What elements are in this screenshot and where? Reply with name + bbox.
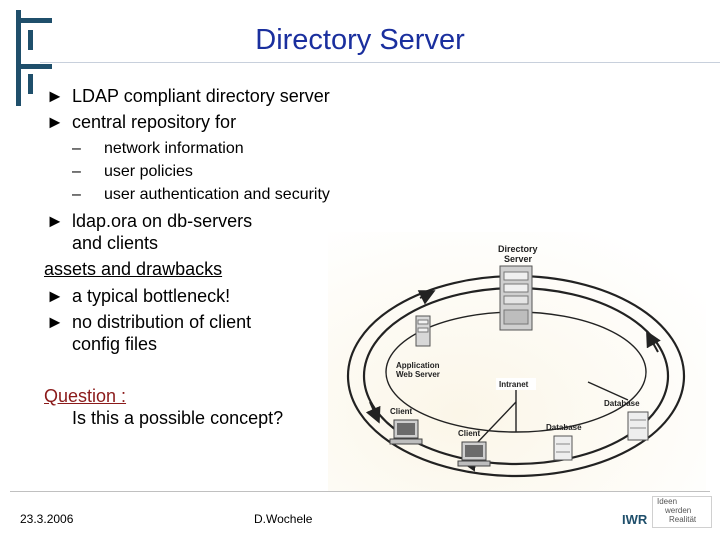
intranet-label-box (496, 378, 536, 390)
bullet-arrow-icon: ► (46, 286, 64, 306)
dash-icon: – (72, 163, 81, 180)
app-server-label-1: Application (396, 361, 440, 370)
footer-org-logo: IWR (622, 512, 648, 527)
intranet-label: Intranet (499, 380, 529, 389)
client-bottom-computer-icon (457, 441, 491, 467)
tagline-line-2: werden (665, 506, 692, 515)
dash-icon: – (72, 140, 81, 157)
logo-bar-middle (16, 64, 52, 69)
directory-server-icon (499, 265, 533, 331)
bullet-text: a typical bottleneck! (72, 286, 231, 306)
bullet-ldap: ► LDAP compliant directory server (46, 86, 330, 107)
sub-bullet-text: network information (104, 140, 244, 157)
bullet-bottleneck: ► a typical bottleneck! (46, 286, 230, 307)
client-bottom-label: Client (458, 429, 481, 438)
question-heading: Question : (44, 386, 127, 406)
footer-divider (10, 491, 710, 492)
title-divider (40, 62, 720, 63)
application-server-icon (415, 315, 431, 347)
footer-author: D.Wochele (254, 512, 313, 526)
logo-bar-top (16, 18, 52, 23)
client-left-computer-icon (389, 419, 423, 445)
ring-arrow-right (646, 330, 661, 353)
directory-server-label-2: Server (504, 254, 533, 264)
database-bottom-icon (553, 435, 573, 461)
database-right-icon (627, 411, 649, 441)
directory-server-label-1: Directory (498, 244, 538, 254)
tagline-line-1: Ideen (657, 497, 678, 506)
question-text: Is this a possible concept? (72, 408, 284, 428)
dash-icon: – (72, 186, 81, 203)
slide-title: Directory Server (255, 24, 465, 56)
logo-bar-middle-2 (28, 74, 33, 94)
bullet-arrow-icon: ► (46, 112, 64, 132)
bullet-no-distribution-cont: config files (72, 334, 158, 354)
sub-bullet-text: user authentication and security (104, 186, 330, 203)
footer-tagline: Ideen werden Realität (652, 496, 712, 528)
bullet-arrow-icon: ► (46, 312, 64, 332)
logo-bar-vertical (16, 10, 21, 106)
bullet-text: ldap.ora on db-servers (72, 211, 253, 231)
tagline-line-3: Realität (669, 515, 697, 524)
app-server-label-2: Web Server (396, 370, 440, 379)
logo-bar-top-2 (28, 30, 33, 50)
database-right-label: Database (604, 399, 640, 408)
assets-heading: assets and drawbacks (44, 259, 223, 279)
sub-bullet-policies: – user policies (72, 163, 193, 181)
sub-bullet-authentication: – user authentication and security (72, 186, 330, 204)
ring-arrow-top-left (417, 290, 436, 305)
bullet-no-distribution: ► no distribution of client (46, 312, 251, 333)
bullet-arrow-icon: ► (46, 211, 64, 231)
bullet-central-repository: ► central repository for (46, 112, 236, 133)
bullet-arrow-icon: ► (46, 86, 64, 106)
connector-db-right (587, 381, 629, 401)
ring-arrow-left (365, 401, 381, 424)
sub-bullet-text: user policies (104, 163, 193, 180)
database-bottom-label: Database (546, 423, 582, 432)
bullet-ldap-ora-cont: and clients (72, 233, 159, 253)
bullet-text: no distribution of client (72, 312, 252, 332)
bullet-ldap-ora: ► ldap.ora on db-servers (46, 211, 252, 232)
connector-client-bottom (475, 401, 517, 445)
bullet-text: LDAP compliant directory server (72, 86, 330, 106)
client-left-label: Client (390, 407, 413, 416)
footer-date: 23.3.2006 (20, 512, 74, 526)
bullet-text: central repository for (72, 112, 237, 132)
directory-server-diagram: Directory Server Application Web Server … (328, 232, 706, 492)
sub-bullet-network: – network information (72, 140, 244, 158)
